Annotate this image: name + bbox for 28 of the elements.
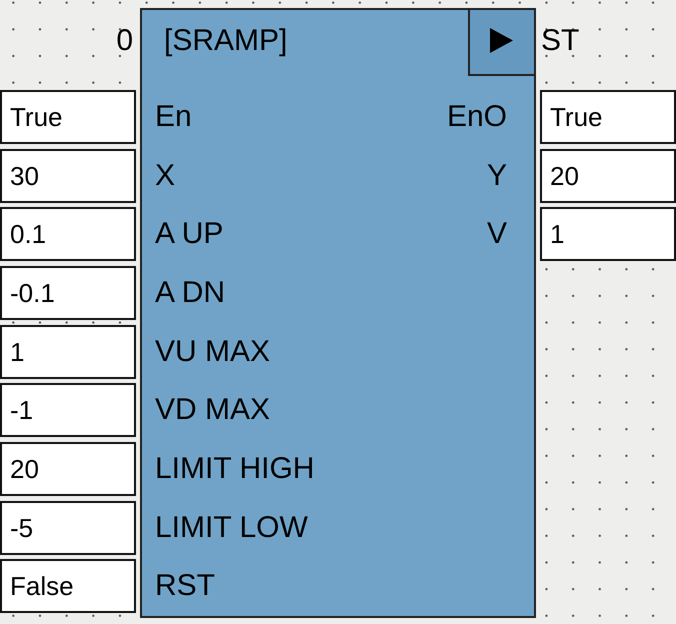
value-field: 0.1 [0,207,136,262]
function-block [140,8,536,618]
pin-label: RST [155,569,215,604]
pin-label: VD MAX [155,393,270,428]
value-field: 20 [540,148,676,203]
pin-label: LIMIT LOW [155,510,308,545]
value-field: 20 [0,442,136,496]
value-field: -1 [0,383,136,438]
pin-label: V [486,217,507,252]
value-field: True [0,90,136,144]
value-field: -5 [0,500,136,555]
value-field: -0.1 [0,266,136,320]
block-title: [SRAMP] [164,24,288,58]
pin-label: A DN [155,276,226,310]
value-field: 1 [0,324,136,379]
value-field: True [540,90,676,144]
pin-label: LIMIT HIGH [155,452,314,486]
pin-label: EnO [446,100,507,134]
block-number: 0 [116,24,133,58]
value-field: 30 [0,148,136,203]
pin-label: En [155,100,192,134]
value-field: 1 [540,207,676,262]
status-label: ST [541,24,580,58]
pin-label: A UP [155,217,224,252]
pin-label: Y [486,158,507,193]
value-field: False [0,559,136,614]
pin-label: X [155,158,176,193]
pin-label: VU MAX [155,334,270,369]
